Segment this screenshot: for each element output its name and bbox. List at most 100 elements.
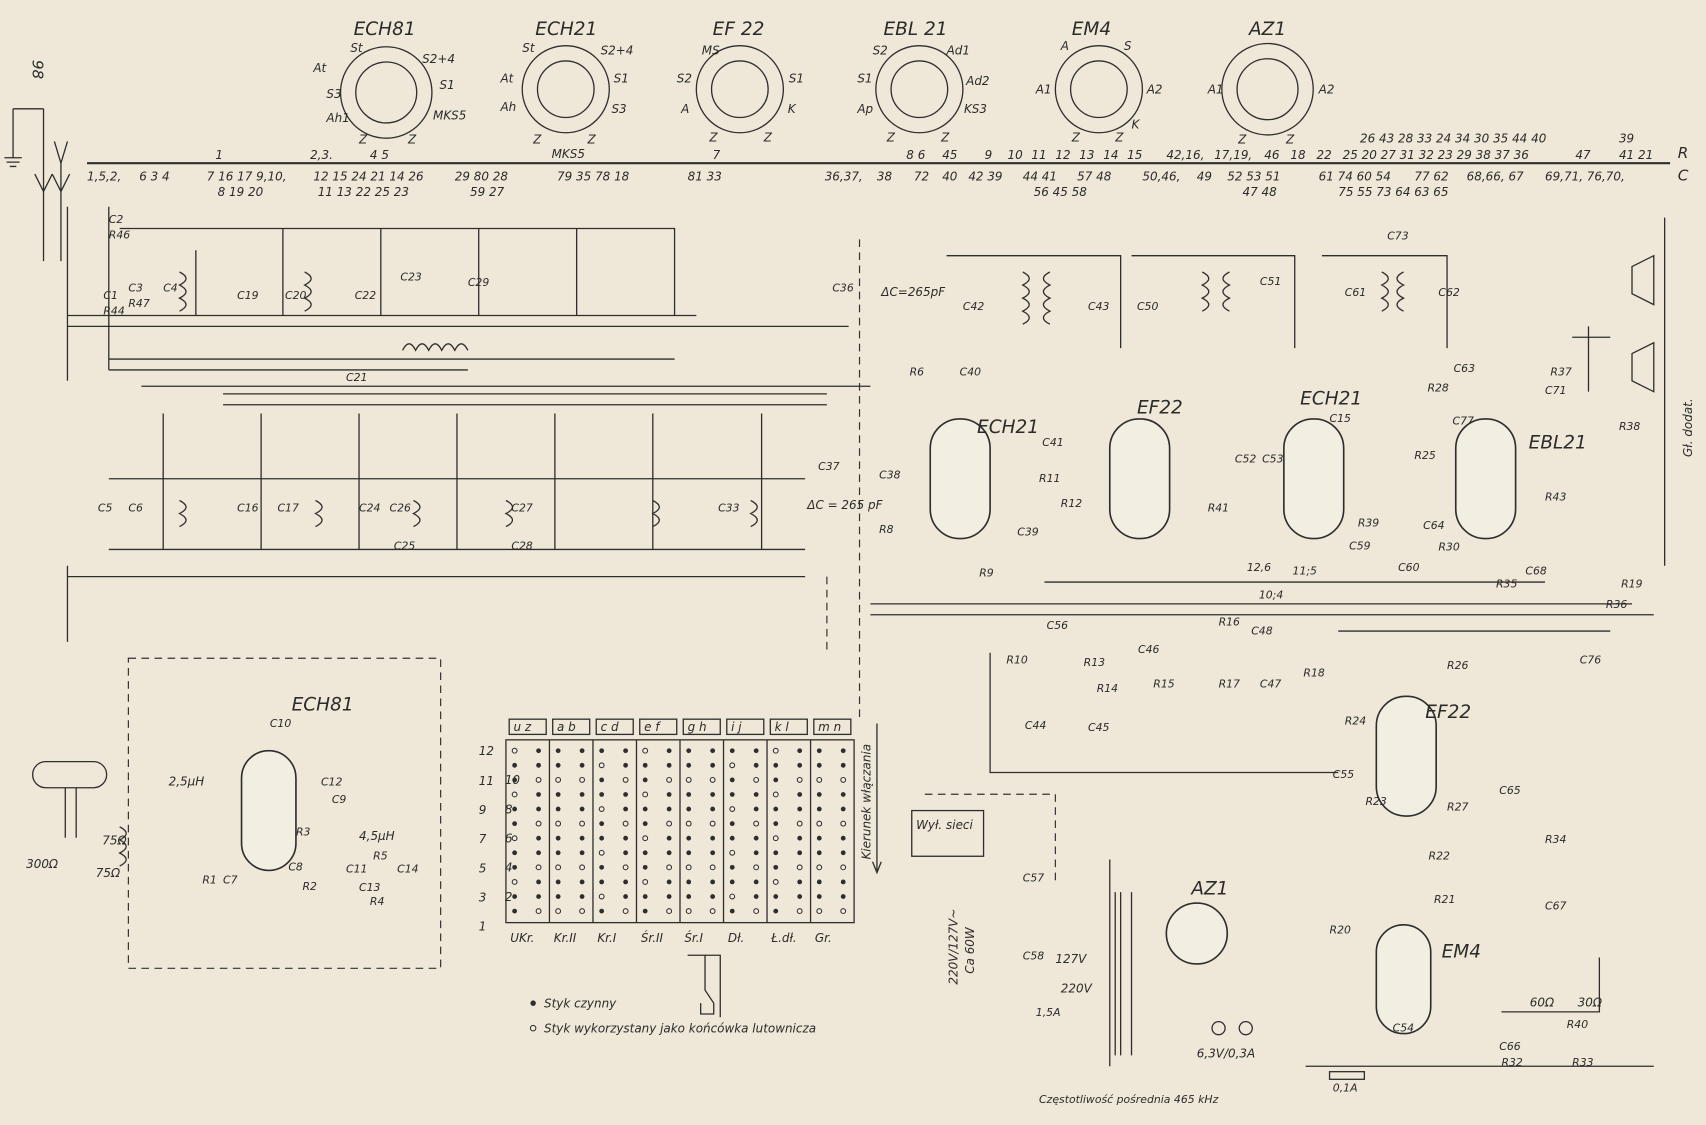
component-designator: C44 [1025,719,1047,732]
bus-bottom-number: 68,66, 67 [1467,170,1524,184]
switch-contact [729,864,735,870]
switch-contact [666,776,673,783]
switch-contact [536,762,541,768]
component-designator: R46 [109,228,130,241]
switch-contact [512,762,518,768]
switch-contact [536,806,541,812]
component-designator: C56 [1047,619,1069,632]
component-designator: C71 [1545,384,1566,397]
pin-label: S2 [677,72,692,86]
bus-top-number: 10 [1007,148,1022,162]
switch-contact [579,879,585,885]
component-designator: R2 [302,880,317,893]
switch-contact [599,908,605,914]
bus-bottom-number: 69,71, 76,70, [1545,170,1625,184]
component-designator: C27 [511,501,533,514]
bus-top-number: 25 20 27 31 32 23 29 38 37 36 [1343,148,1530,162]
switch-contact [598,893,605,900]
component-designator: C39 [1017,525,1039,538]
mains-voltage-label: 220V/127V~ [946,909,960,985]
switch-contact [772,879,779,885]
component-designator: C66 [1499,1040,1521,1053]
switch-contact [623,806,628,812]
component-designator: R27 [1447,801,1468,814]
component-designator: R6 [910,365,925,378]
pin-label: S1 [440,78,455,92]
switch-contact [729,849,736,856]
switch-contact [753,894,759,899]
component-designator: C45 [1088,721,1110,734]
switch-contact [797,762,803,768]
component-designator: C3 [128,282,143,295]
switch-contact [840,864,847,871]
component-designator: R12 [1061,497,1082,510]
antenna-impedance: 300Ω [26,857,58,871]
tube-label: EM4 [1442,941,1481,962]
switch-contact [536,894,541,899]
switch-contact [579,820,586,827]
component-designator: C15 [1330,412,1352,425]
switch-contact [709,820,716,827]
component-designator: C60 [1398,561,1420,574]
switch-contact [773,850,779,856]
pin-label: Z [1285,133,1295,147]
bus-bottom-number: 38 [877,170,893,184]
legend: Styk czynny Styk wykorzystany jako końcó… [529,996,816,1036]
switch-contact [666,748,672,754]
bus-bottom-number: 11 13 22 25 23 [318,185,409,199]
bus-bottom-number: 6 3 4 [139,170,169,184]
switch-contact [598,806,605,812]
pin-label: A1 [1207,83,1224,97]
socket-title: ECH81 [354,19,416,40]
switch-contact [536,792,541,797]
switch-contact [709,908,716,915]
bus-bottom-number: 29 80 28 [455,170,509,184]
switch-contact [840,850,846,856]
bus-bottom-number: 40 [942,170,957,184]
component-designator: C65 [1499,784,1521,797]
bus-top-number: 13 [1079,148,1094,162]
switch-contact [753,762,759,768]
switch-contact [686,850,692,856]
switch-contact [753,864,760,871]
switch-contact [579,762,585,768]
component-designator: R17 [1219,678,1240,691]
switch-contact [796,776,803,783]
switch-row-number: 3 [479,891,487,905]
tube-em4-indicator: EM4 [1375,923,1481,1035]
switch-contact [686,835,692,841]
switch-contact [579,908,586,915]
switch-contact [623,792,628,797]
component-designator: C77 [1452,414,1474,427]
component-designator: R21 [1434,893,1455,906]
switch-contact [536,748,541,754]
component-designator: R40 [1567,1018,1588,1031]
pin-label: Ap [856,102,873,116]
switch-contact [710,748,716,754]
switch-contact [642,879,649,885]
switch-contact [729,893,736,900]
page-number: 98 [29,60,47,80]
component-designator: C63 [1454,362,1476,375]
component-designator: C8 [288,860,303,873]
component-designator: C53 [1262,452,1284,465]
switch-column-header: a b [557,720,576,734]
switch-row-number: 2 [505,890,513,904]
switch-contact [666,835,672,841]
socket-title: EBL 21 [883,19,947,40]
switch-contact [840,776,847,783]
component-designator: R3 [296,826,311,839]
component-designator: C64 [1423,519,1445,532]
switch-contact [579,806,585,812]
switch-contact [797,806,803,812]
component-designator: C67 [1545,900,1567,913]
switch-contact [753,835,759,841]
switch-column-header-box [682,718,721,736]
component-designator: R28 [1427,382,1448,395]
switch-contact [666,864,673,871]
switch-contact [642,894,648,899]
pin-label: S1 [614,72,629,86]
bus-top-number: 39 [1619,132,1634,146]
pin-label: Z [886,130,896,144]
switch-contact-label: 11;5 [1293,564,1318,577]
